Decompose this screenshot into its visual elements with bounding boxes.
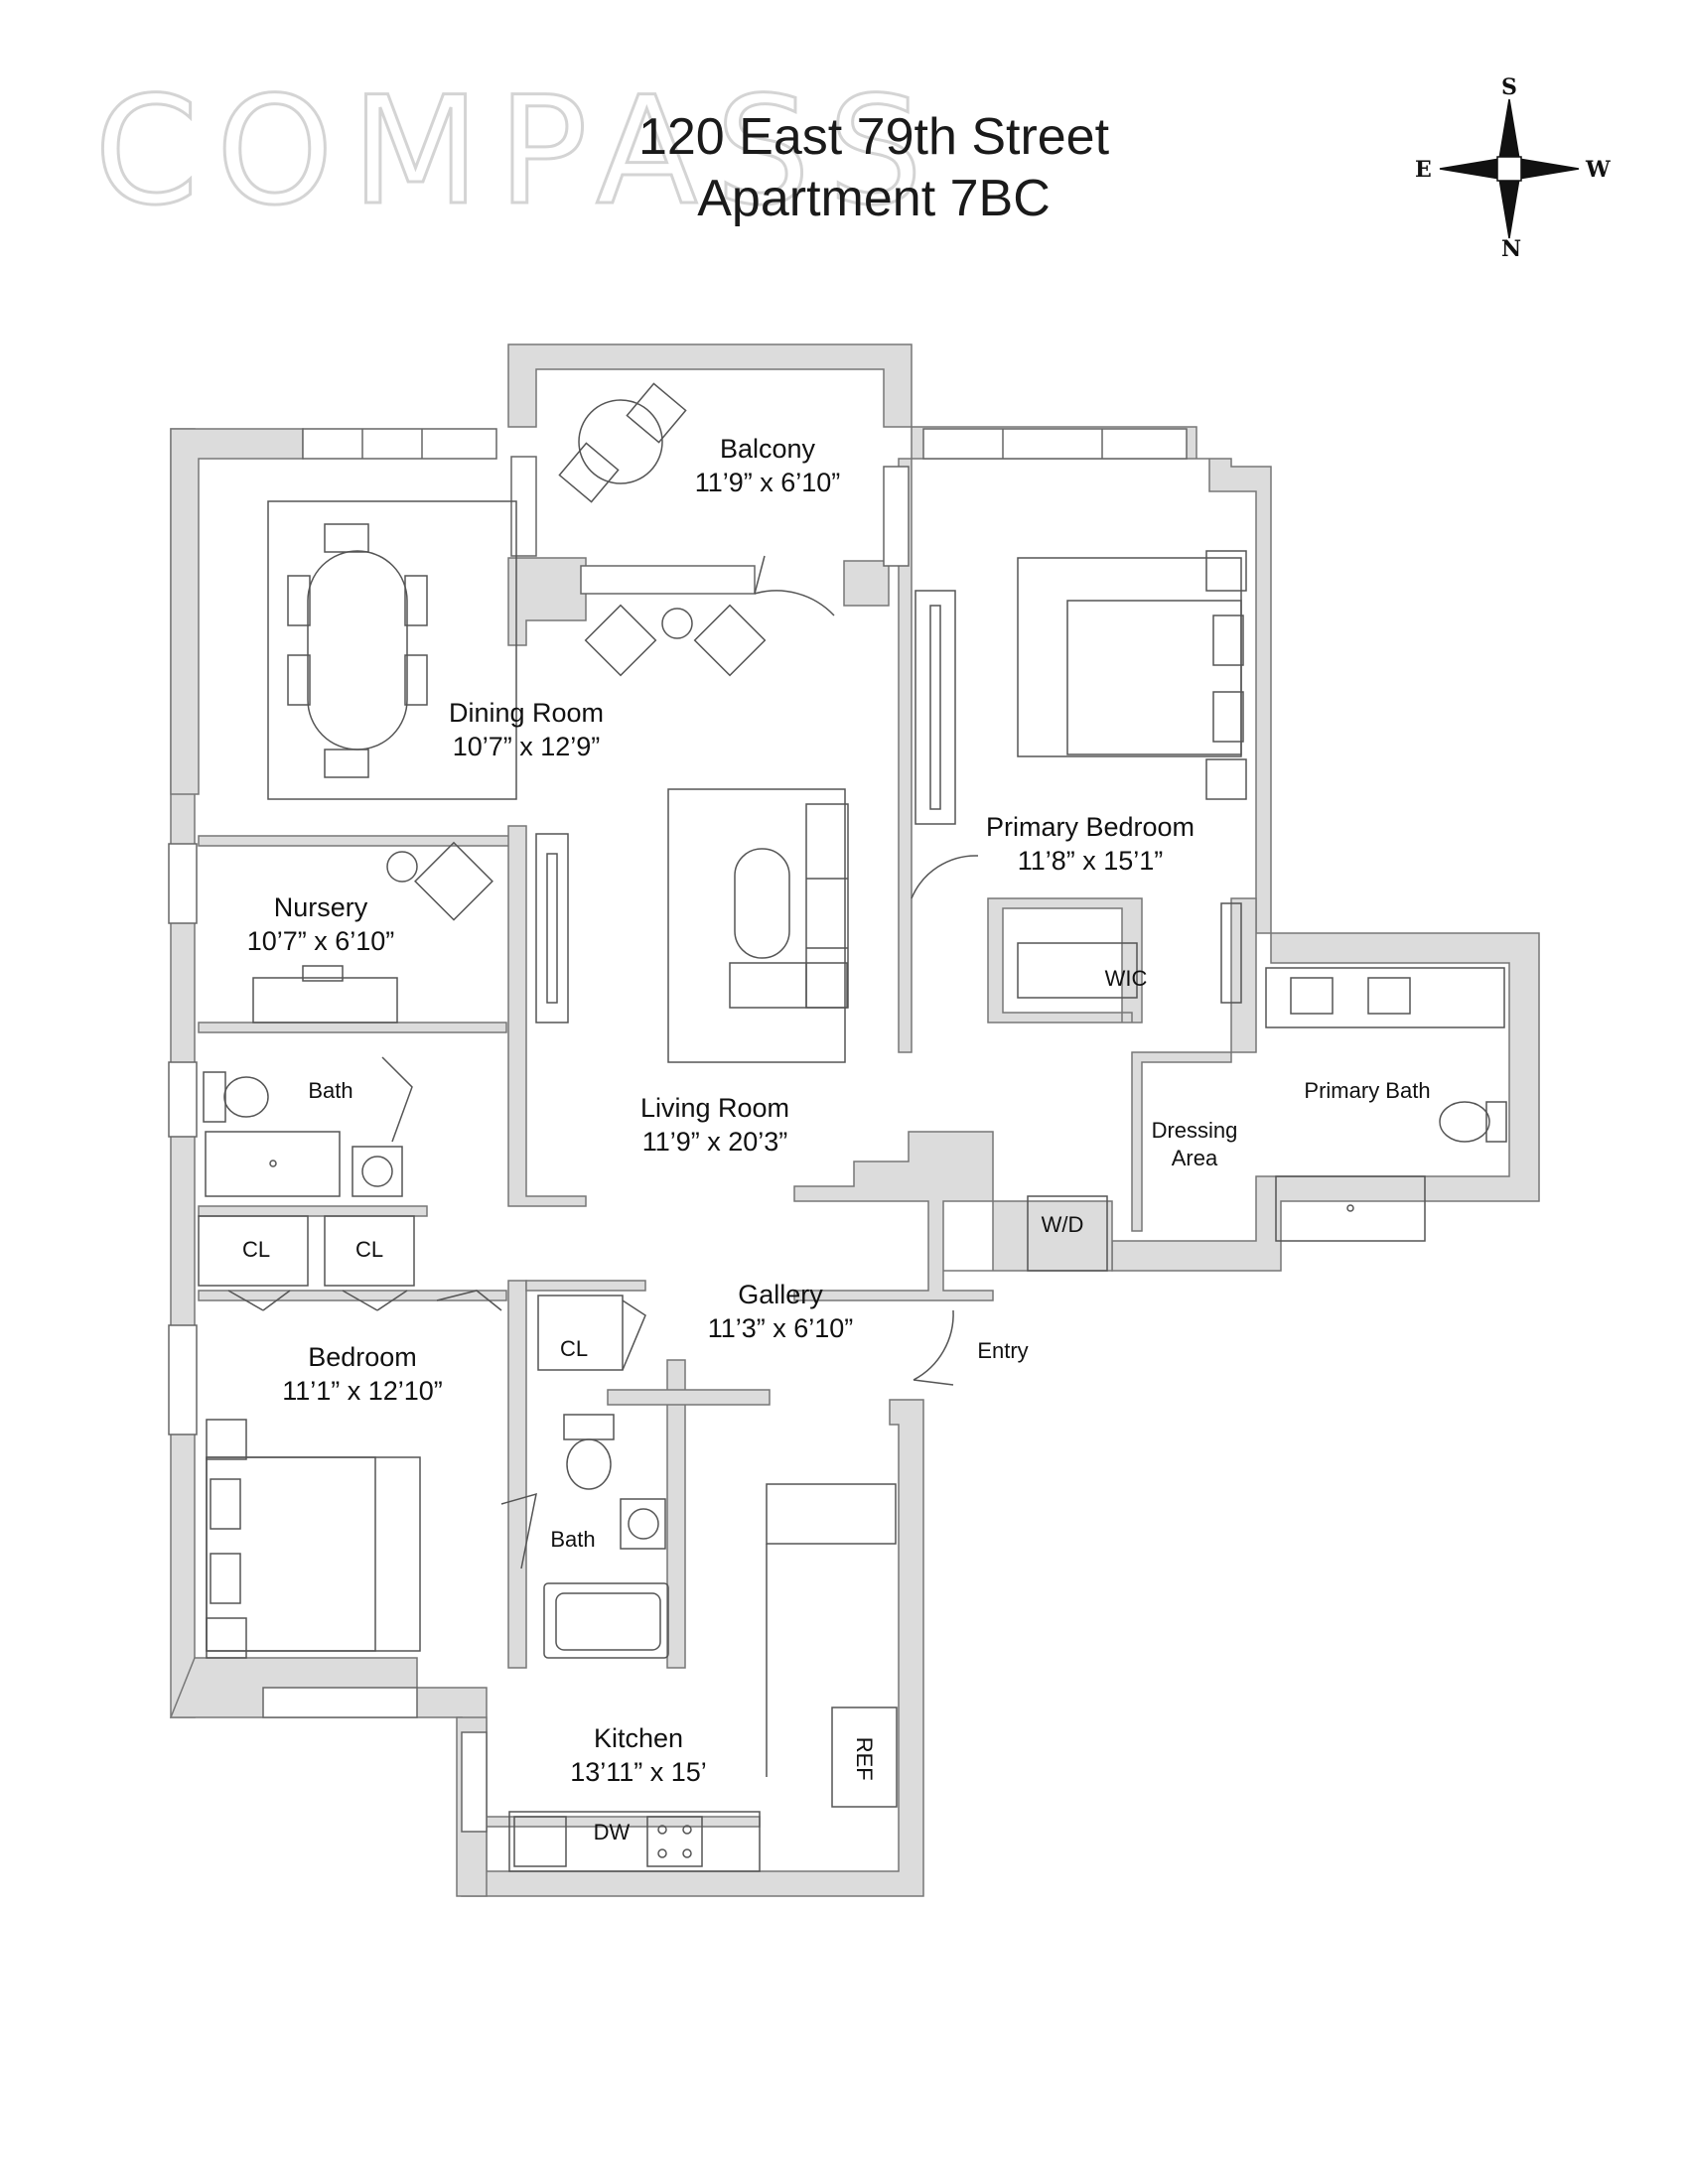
balcony-right-post [843, 560, 890, 607]
primary-bed [1017, 557, 1242, 757]
compass-north-label: N [1501, 236, 1522, 262]
dining-rug [267, 500, 517, 800]
closet-right [324, 1215, 415, 1287]
dining-table [307, 550, 408, 751]
exterior-wall-north-left [170, 428, 304, 795]
window-bath-upper [168, 1061, 198, 1138]
closet-right-label: CL [354, 1237, 384, 1262]
entry-label: Entry [977, 1338, 1029, 1363]
window-nursery [168, 843, 198, 924]
window-balcony-left [510, 456, 537, 557]
wic-wall [987, 897, 1143, 1024]
wd-label: W/D [1041, 1212, 1084, 1237]
primary-bath-label: Primary Bath [1304, 1078, 1431, 1103]
closet-hall-label: CL [559, 1336, 589, 1361]
window-bedroom-bottom [262, 1687, 418, 1718]
dining-bottom-wall [198, 835, 517, 847]
closet-hall [537, 1295, 624, 1371]
title-apartment: Apartment 7BC [697, 170, 1051, 227]
bath-lower-right [666, 1359, 686, 1669]
balcony-wall [507, 343, 913, 428]
window-kitchen [461, 1731, 488, 1833]
dishwasher-label: DW [593, 1820, 631, 1844]
gallery-partition [607, 1389, 771, 1406]
tub-lower [543, 1582, 669, 1659]
nursery-bottom-wall [198, 1022, 507, 1033]
kitchen-counter [508, 1811, 761, 1872]
window-primary-bedroom [922, 428, 1188, 460]
dining-balcony-wall [507, 557, 587, 646]
window-dining [302, 428, 497, 460]
balcony-table [578, 399, 663, 484]
living-right-step [793, 1131, 1113, 1301]
bath-lower-label: Bath [550, 1527, 596, 1552]
living-east-partition [898, 458, 913, 1053]
compass-west-label: W [1586, 157, 1611, 183]
fridge [831, 1706, 898, 1808]
lower-exterior [169, 1399, 924, 1897]
shower-upper [205, 1131, 341, 1197]
window-bedroom-side [168, 1324, 198, 1435]
hall-wall-1 [507, 1280, 527, 1669]
bath-upper-label: Bath [308, 1078, 353, 1103]
closet-left [198, 1215, 309, 1287]
shower-primary [1275, 1175, 1426, 1242]
refrigerator-label: REF [851, 1736, 877, 1781]
wic-label: WIC [1104, 966, 1148, 991]
bath-upper-bottom [198, 1205, 428, 1217]
compass-east-label: E [1415, 157, 1432, 183]
living-rug [667, 788, 846, 1063]
compass-south-label: S [1501, 74, 1517, 100]
title-address: 120 East 79th Street [637, 108, 1110, 166]
ottoman [734, 848, 790, 959]
crib [252, 977, 398, 1024]
closet-left-label: CL [241, 1237, 271, 1262]
stove [646, 1816, 703, 1867]
sofa-back [805, 803, 849, 1009]
primary-bath-wall [1230, 897, 1257, 1053]
tv-console [535, 833, 569, 1024]
hall-cl-wall [525, 1280, 646, 1292]
kitchen-cabinets [766, 1483, 897, 1545]
compass-logo: COMPASS [92, 66, 941, 238]
window-balcony-right [883, 466, 910, 567]
compass-rose-icon [1439, 98, 1580, 239]
living-west-wall [507, 825, 587, 1207]
window-balcony-door [580, 565, 756, 595]
